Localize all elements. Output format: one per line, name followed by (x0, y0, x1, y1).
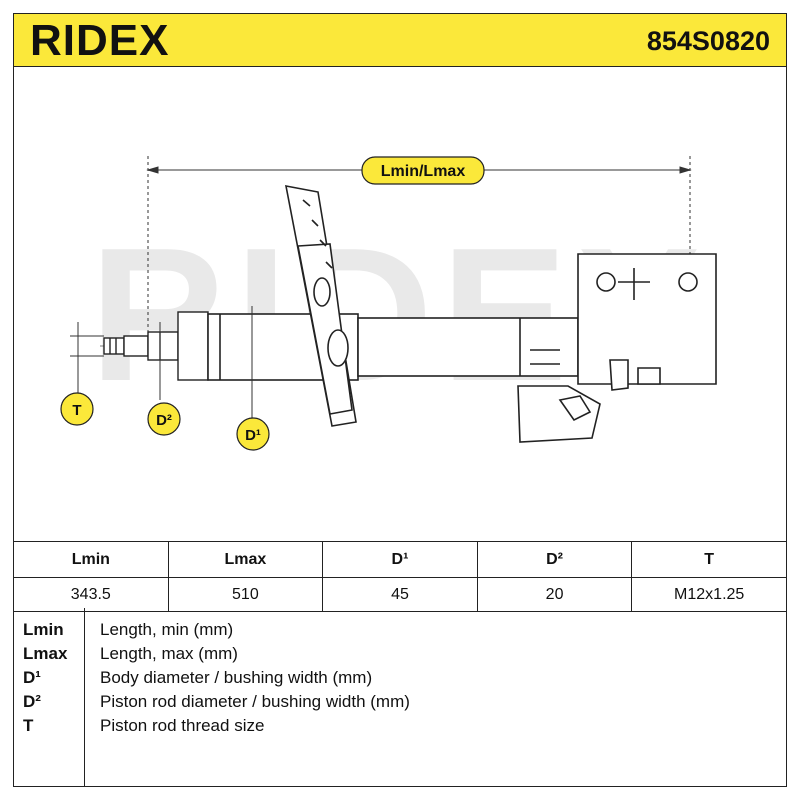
spring-seat (284, 184, 357, 427)
legend-desc: Piston rod diameter / bushing width (mm) (100, 692, 410, 711)
legend-desc: Length, max (mm) (100, 644, 238, 663)
legend-abbr: D² (23, 692, 41, 711)
dimension-pill (361, 156, 485, 185)
legend-abbr: D¹ (23, 668, 41, 687)
legend-desc: Piston rod thread size (100, 716, 265, 735)
spec-value-row: 343.5 510 45 20 M12x1.25 (13, 577, 787, 612)
callout-t: T (60, 392, 94, 426)
spec-header-row: Lmin Lmax D¹ D² T (13, 541, 787, 578)
legend-divider (84, 608, 85, 786)
legend-row: T Piston rod thread size (14, 714, 786, 738)
brand-logo: RIDEX (30, 16, 170, 65)
legend-abbr: Lmin (23, 620, 64, 639)
spec-header-d1: D¹ (322, 541, 478, 578)
damper-body (207, 313, 579, 381)
spec-header-lmin: Lmin (13, 541, 169, 578)
spec-header-lmax: Lmax (167, 541, 324, 578)
piston-rod (147, 311, 209, 381)
legend-abbr: T (23, 716, 34, 735)
spec-header-t: T (631, 541, 787, 578)
callout-d2: D² (147, 402, 181, 436)
legend-row: D² Piston rod diameter / bushing width (… (14, 690, 786, 714)
callout-d1: D¹ (236, 417, 270, 451)
dimension-label: Lmin/Lmax (381, 163, 466, 180)
callout-d2-label: D² (156, 412, 172, 429)
legend-row: Lmin Length, min (mm) (14, 618, 786, 642)
legend-row: Lmax Length, max (mm) (14, 642, 786, 666)
knuckle-bracket (517, 253, 717, 443)
spec-value-d2: 20 (476, 577, 633, 612)
spec-value-d1: 45 (322, 577, 478, 612)
spec-value-lmin: 343.5 (13, 577, 169, 612)
spec-table: Lmin Lmax D¹ D² T 343.5 510 45 20 M12x1.… (13, 541, 787, 612)
legend-desc: Length, min (mm) (100, 620, 234, 639)
shock-absorber-drawing: RIDEX Lmin/Lmax (60, 156, 717, 451)
callout-t-label: T (72, 402, 81, 419)
callout-d1-label: D¹ (245, 427, 261, 444)
spec-header-d2: D² (476, 541, 633, 578)
header-bar: RIDEX 854S0820 (13, 13, 787, 67)
spec-value-t: M12x1.25 (631, 577, 787, 612)
legend-row: D¹ Body diameter / bushing width (mm) (14, 666, 786, 690)
part-number: 854S0820 (646, 26, 770, 56)
legend: Lmin Length, min (mm) Lmax Length, max (… (13, 608, 787, 787)
legend-abbr: Lmax (23, 644, 68, 663)
spec-value-lmax: 510 (167, 577, 324, 612)
legend-desc: Body diameter / bushing width (mm) (100, 668, 373, 687)
thread-end (103, 335, 149, 357)
diameter-dimensions (70, 306, 253, 420)
